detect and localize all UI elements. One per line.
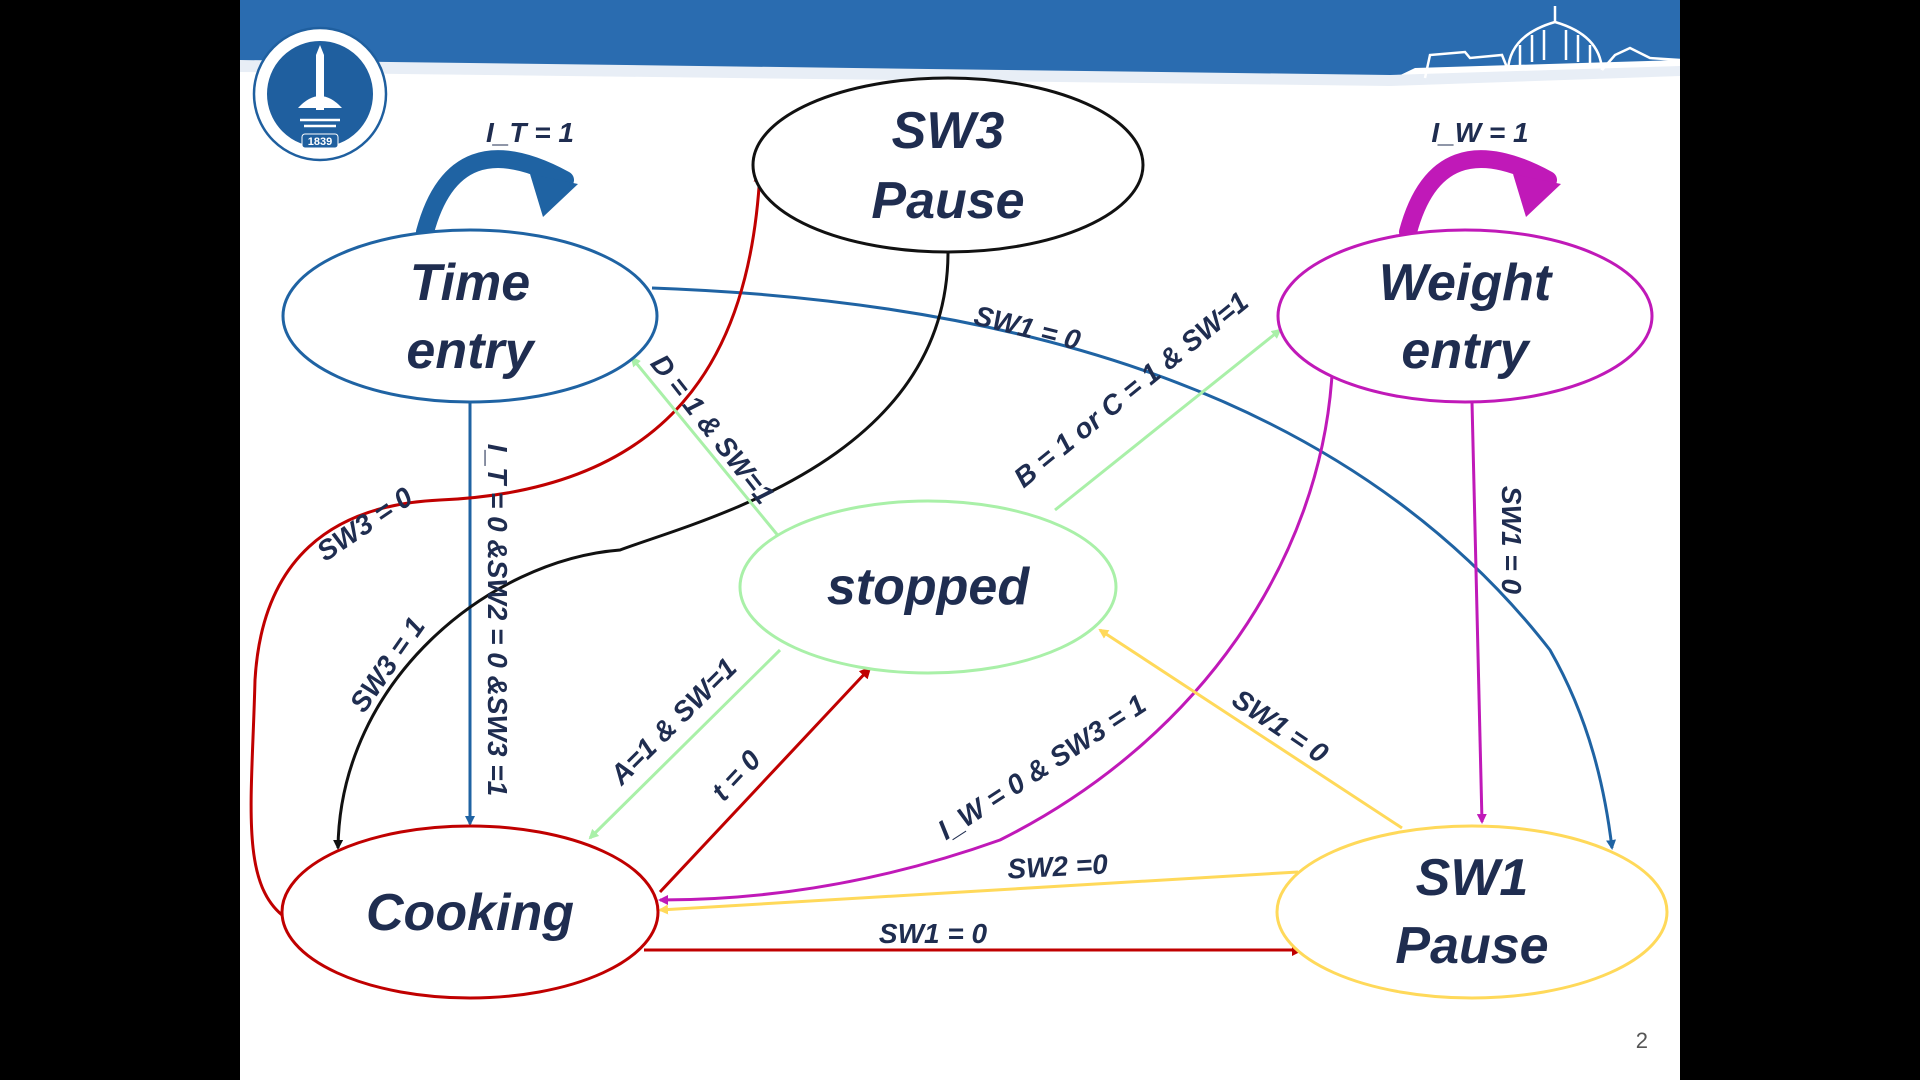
slide: 1839 SW3 Pause Time entr <box>240 0 1680 1080</box>
node-time-entry: Time entry <box>281 228 659 404</box>
node-stopped: stopped <box>738 499 1118 675</box>
edge-weight-self-loop <box>1399 150 1561 241</box>
state-diagram: 1839 SW3 Pause Time entr <box>240 0 1680 1053</box>
edge-sw1-to-stopped <box>1098 628 1403 830</box>
label-cooking-to-sw3: SW3 = 0 <box>311 481 418 567</box>
label-weight-to-cooking: I_W = 0 & SW3 = 1 <box>932 688 1151 845</box>
edge-sw3-to-cooking <box>333 251 950 850</box>
node-sw1-pause: SW1 Pause <box>1275 824 1669 1000</box>
edge-stopped-to-time <box>630 356 782 539</box>
page-number: 2 <box>1636 1028 1648 1053</box>
node-sw1-pause-line1: SW1 <box>1416 849 1529 907</box>
node-time-entry-line2: entry <box>406 322 536 380</box>
node-stopped-label: stopped <box>827 558 1030 616</box>
label-cooking-to-stopped: t = 0 <box>705 744 767 807</box>
label-sw3-to-cooking: SW3 = 1 <box>343 611 430 717</box>
label-stopped-to-time: D = 1 & SW=1 <box>645 348 781 509</box>
node-sw3-pause: SW3 Pause <box>751 76 1145 254</box>
label-sw1-to-cooking: SW2 =0 <box>1007 848 1109 884</box>
label-time-self: I_T = 1 <box>486 117 574 148</box>
edge-stopped-to-cooking <box>588 648 782 840</box>
edge-time-self-loop <box>416 150 578 241</box>
node-time-entry-line1: Time <box>410 254 530 312</box>
node-sw3-pause-line2: Pause <box>871 172 1024 230</box>
edge-weight-to-cooking <box>658 374 1334 905</box>
edge-time-to-sw1 <box>651 286 1617 850</box>
logo-year: 1839 <box>308 136 332 148</box>
edge-sw1-to-cooking <box>658 870 1299 915</box>
node-cooking: Cooking <box>280 824 660 1000</box>
edge-weight-to-sw1 <box>1470 401 1487 824</box>
node-cooking-label: Cooking <box>366 884 574 942</box>
edge-cooking-to-sw3 <box>249 170 766 917</box>
university-logo: 1839 <box>252 26 388 162</box>
edge-cooking-to-stopped <box>658 666 872 894</box>
node-weight-entry-line2: entry <box>1401 322 1531 380</box>
label-time-to-cooking: I_T = 0 &SW2 = 0 &SW3 =1 <box>482 444 513 796</box>
skyline-icon <box>1423 6 1680 79</box>
label-time-to-sw1: SW1 = 0 <box>971 300 1084 356</box>
label-sw1-to-stopped: SW1 = 0 <box>1227 683 1334 769</box>
node-weight-entry-line1: Weight <box>1379 254 1554 312</box>
node-weight-entry: Weight entry <box>1276 228 1654 404</box>
edge-stopped-to-weight <box>1054 328 1282 512</box>
label-weight-self: I_W = 1 <box>1431 117 1528 148</box>
label-weight-to-sw1: SW1 = 0 <box>1496 486 1527 595</box>
header-banner <box>240 0 1680 86</box>
label-cooking-to-sw1: SW1 = 0 <box>879 918 988 949</box>
node-sw3-pause-line1: SW3 <box>892 102 1005 160</box>
node-sw1-pause-line2: Pause <box>1395 917 1548 975</box>
